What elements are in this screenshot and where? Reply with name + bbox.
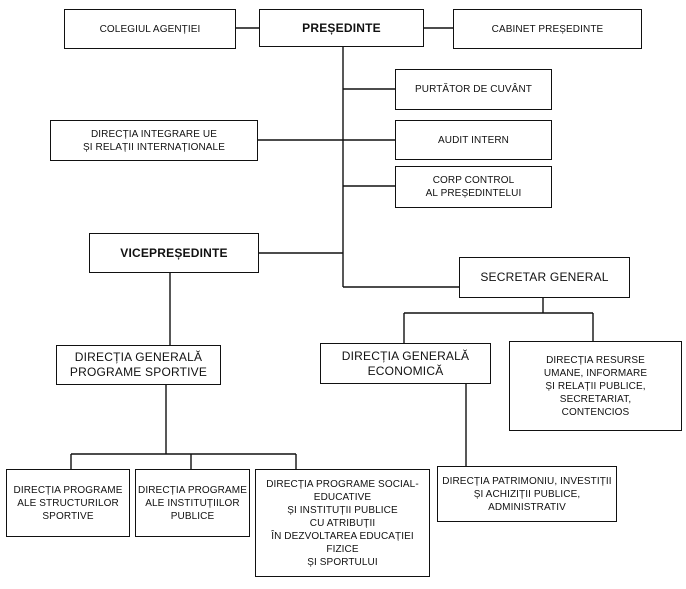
dg-programe-sportive-box: DIRECȚIA GENERALĂ PROGRAME SPORTIVE — [56, 345, 221, 385]
corp-control-box: CORP CONTROL AL PREȘEDINTELUI — [395, 166, 552, 208]
purtator-box: PURTĂTOR DE CUVÂNT — [395, 69, 552, 110]
patrimoniu-box: DIRECȚIA PATRIMONIU, INVESTIȚII ȘI ACHIZ… — [437, 466, 617, 522]
cabinet-box: CABINET PREȘEDINTE — [453, 9, 642, 49]
institutii-publice-box: DIRECȚIA PROGRAME ALE INSTITUȚIILOR PUBL… — [135, 469, 250, 537]
colegiul-box: COLEGIUL AGENȚIEI — [64, 9, 236, 49]
resurse-umane-box: DIRECȚIA RESURSE UMANE, INFORMARE ȘI REL… — [509, 341, 682, 431]
audit-box: AUDIT INTERN — [395, 120, 552, 160]
presedinte-box: PREȘEDINTE — [259, 9, 424, 47]
social-educative-box: DIRECȚIA PROGRAME SOCIAL- EDUCATIVE ȘI I… — [255, 469, 430, 577]
vicepresedinte-box: VICEPREȘEDINTE — [89, 233, 259, 273]
secretar-general-box: SECRETAR GENERAL — [459, 257, 630, 298]
dg-economica-box: DIRECȚIA GENERALĂ ECONOMICĂ — [320, 343, 491, 384]
structuri-sportive-box: DIRECȚIA PROGRAME ALE STRUCTURILOR SPORT… — [6, 469, 130, 537]
integrare-box: DIRECȚIA INTEGRARE UE ȘI RELAȚII INTERNA… — [50, 120, 258, 161]
